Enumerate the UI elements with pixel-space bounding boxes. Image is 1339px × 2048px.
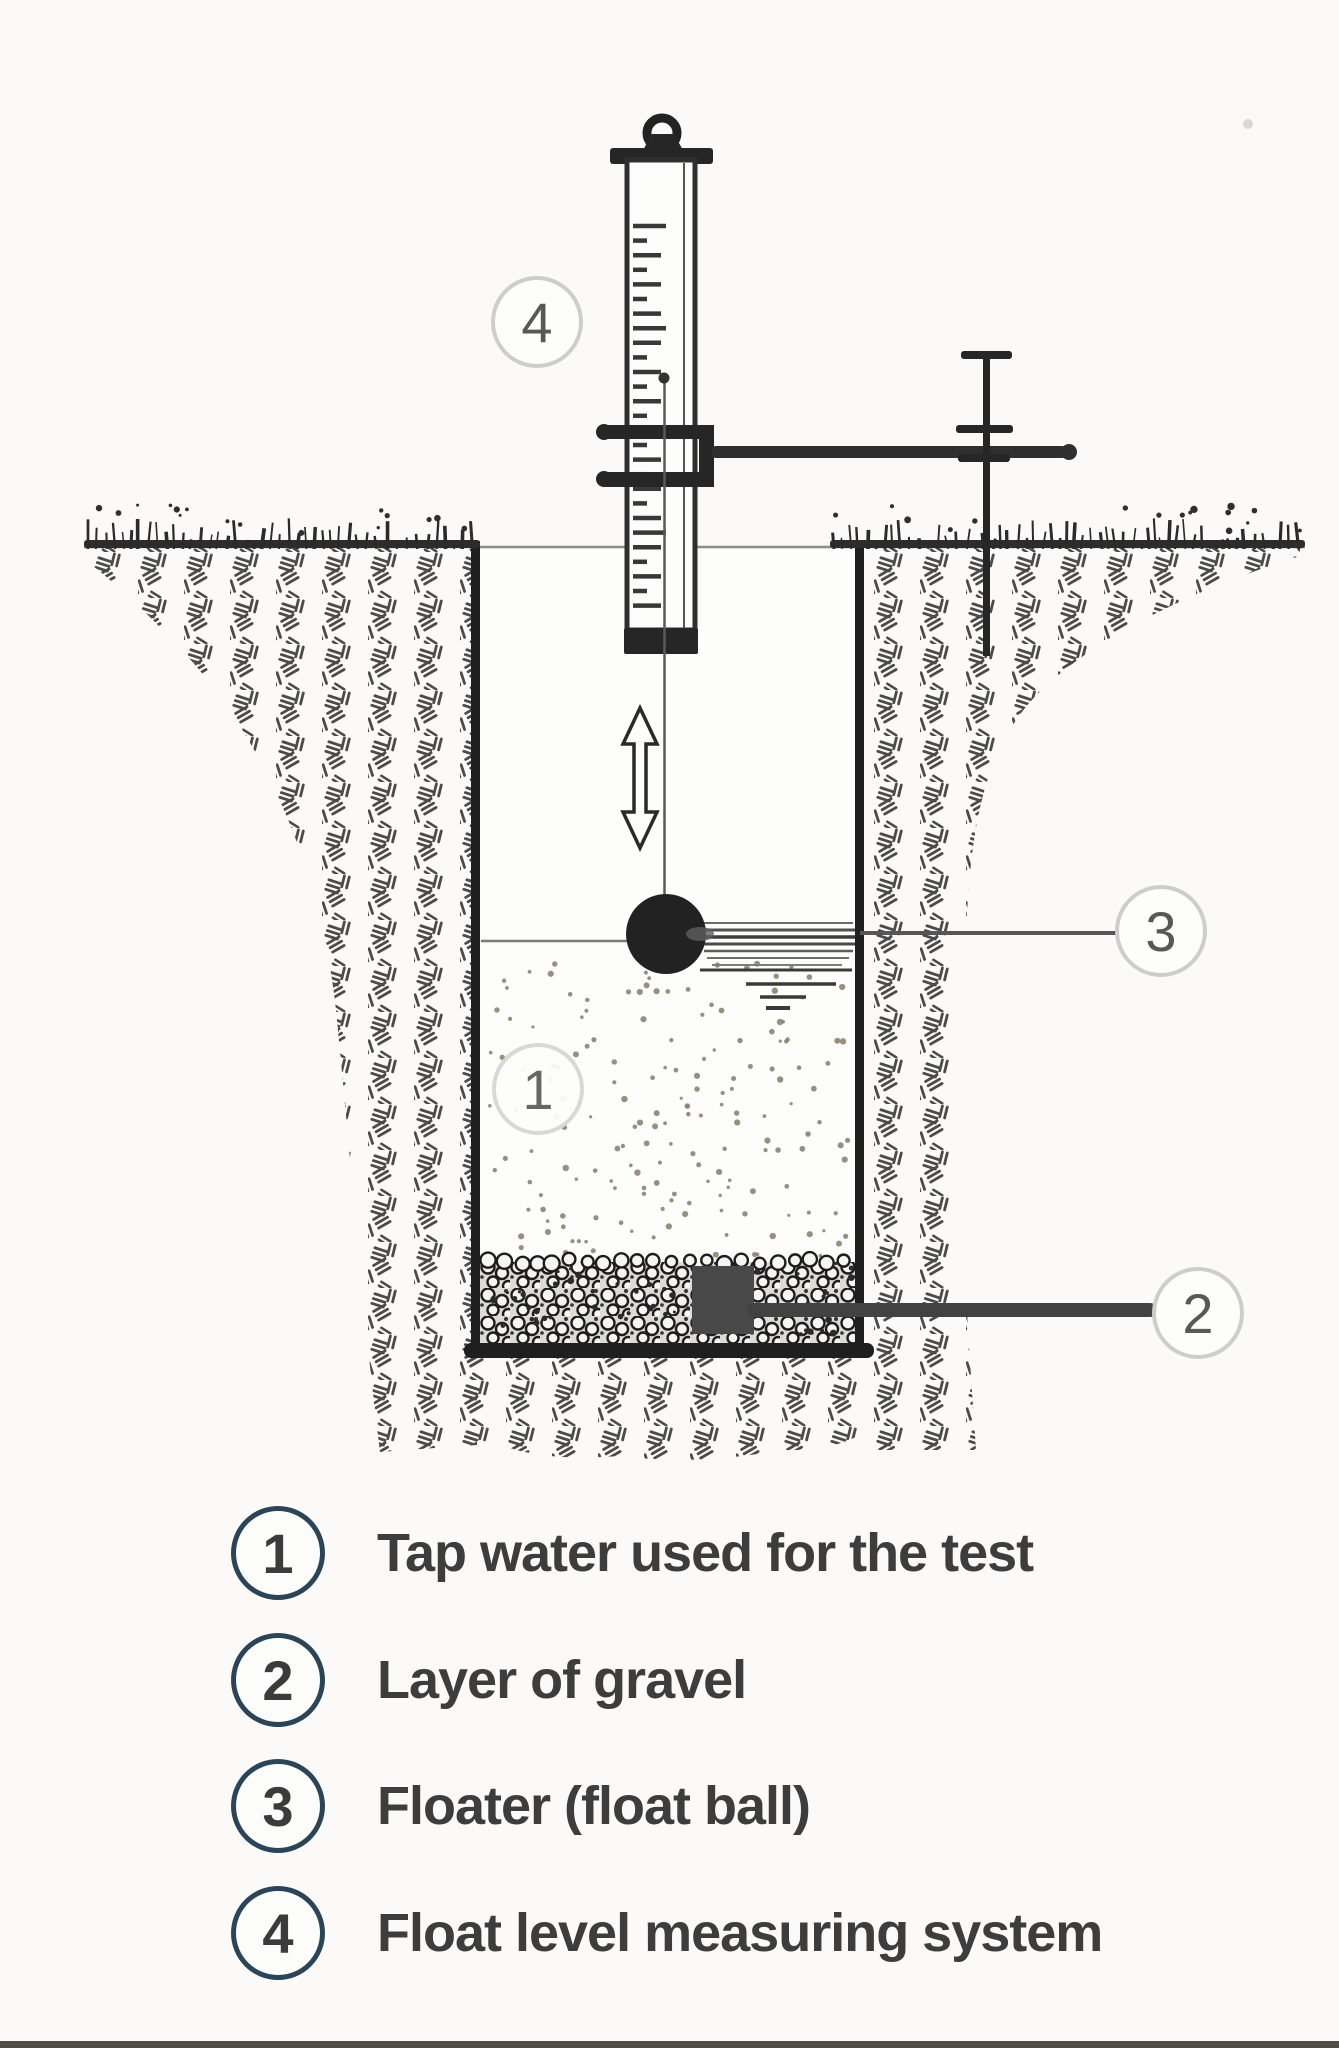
legend-label-3: Floater (float ball) <box>377 1776 811 1836</box>
legend-item-4: 4 Float level measuring system <box>231 1886 1103 1980</box>
clamp-bracket <box>596 424 1077 487</box>
legend-number-4: 4 <box>262 1901 294 1965</box>
float-string <box>658 372 670 898</box>
legend-label-1: Tap water used for the test <box>377 1523 1034 1583</box>
measuring-ruler <box>596 113 1077 654</box>
legend-number-badge-2: 2 <box>231 1633 325 1727</box>
grass <box>84 502 1305 550</box>
legend-number-1: 1 <box>262 1521 294 1585</box>
reference-stake <box>956 351 1013 656</box>
marker-2-gravel: 2 <box>1152 1267 1244 1359</box>
soil-hatching <box>88 548 1300 1460</box>
legend-label-4: Float level measuring system <box>377 1903 1103 1963</box>
frame-bottom-edge <box>0 2041 1339 2048</box>
legend-number-badge-3: 3 <box>231 1759 325 1853</box>
water-surface <box>481 922 855 1010</box>
gravel-layer <box>479 1250 855 1344</box>
leader-lines <box>747 931 1157 1317</box>
paper-speck <box>1243 119 1253 129</box>
marker-1-water: 1 <box>492 1043 584 1135</box>
marker-4-ruler: 4 <box>491 276 583 368</box>
legend-item-3: 3 Floater (float ball) <box>231 1759 811 1853</box>
legend-number-badge-4: 4 <box>231 1886 325 1980</box>
legend-number-badge-1: 1 <box>231 1506 325 1600</box>
legend-number-2: 2 <box>262 1648 294 1712</box>
float-ball <box>626 894 714 974</box>
legend-item-1: 1 Tap water used for the test <box>231 1506 1034 1600</box>
pit-walls <box>464 541 874 1358</box>
legend-item-2: 2 Layer of gravel <box>231 1633 747 1727</box>
legend-label-2: Layer of gravel <box>377 1650 747 1710</box>
marker-3-floater: 3 <box>1115 885 1207 977</box>
gravel-dark-block <box>692 1266 754 1334</box>
updown-arrow-icon <box>620 703 660 853</box>
legend-number-3: 3 <box>262 1774 294 1838</box>
